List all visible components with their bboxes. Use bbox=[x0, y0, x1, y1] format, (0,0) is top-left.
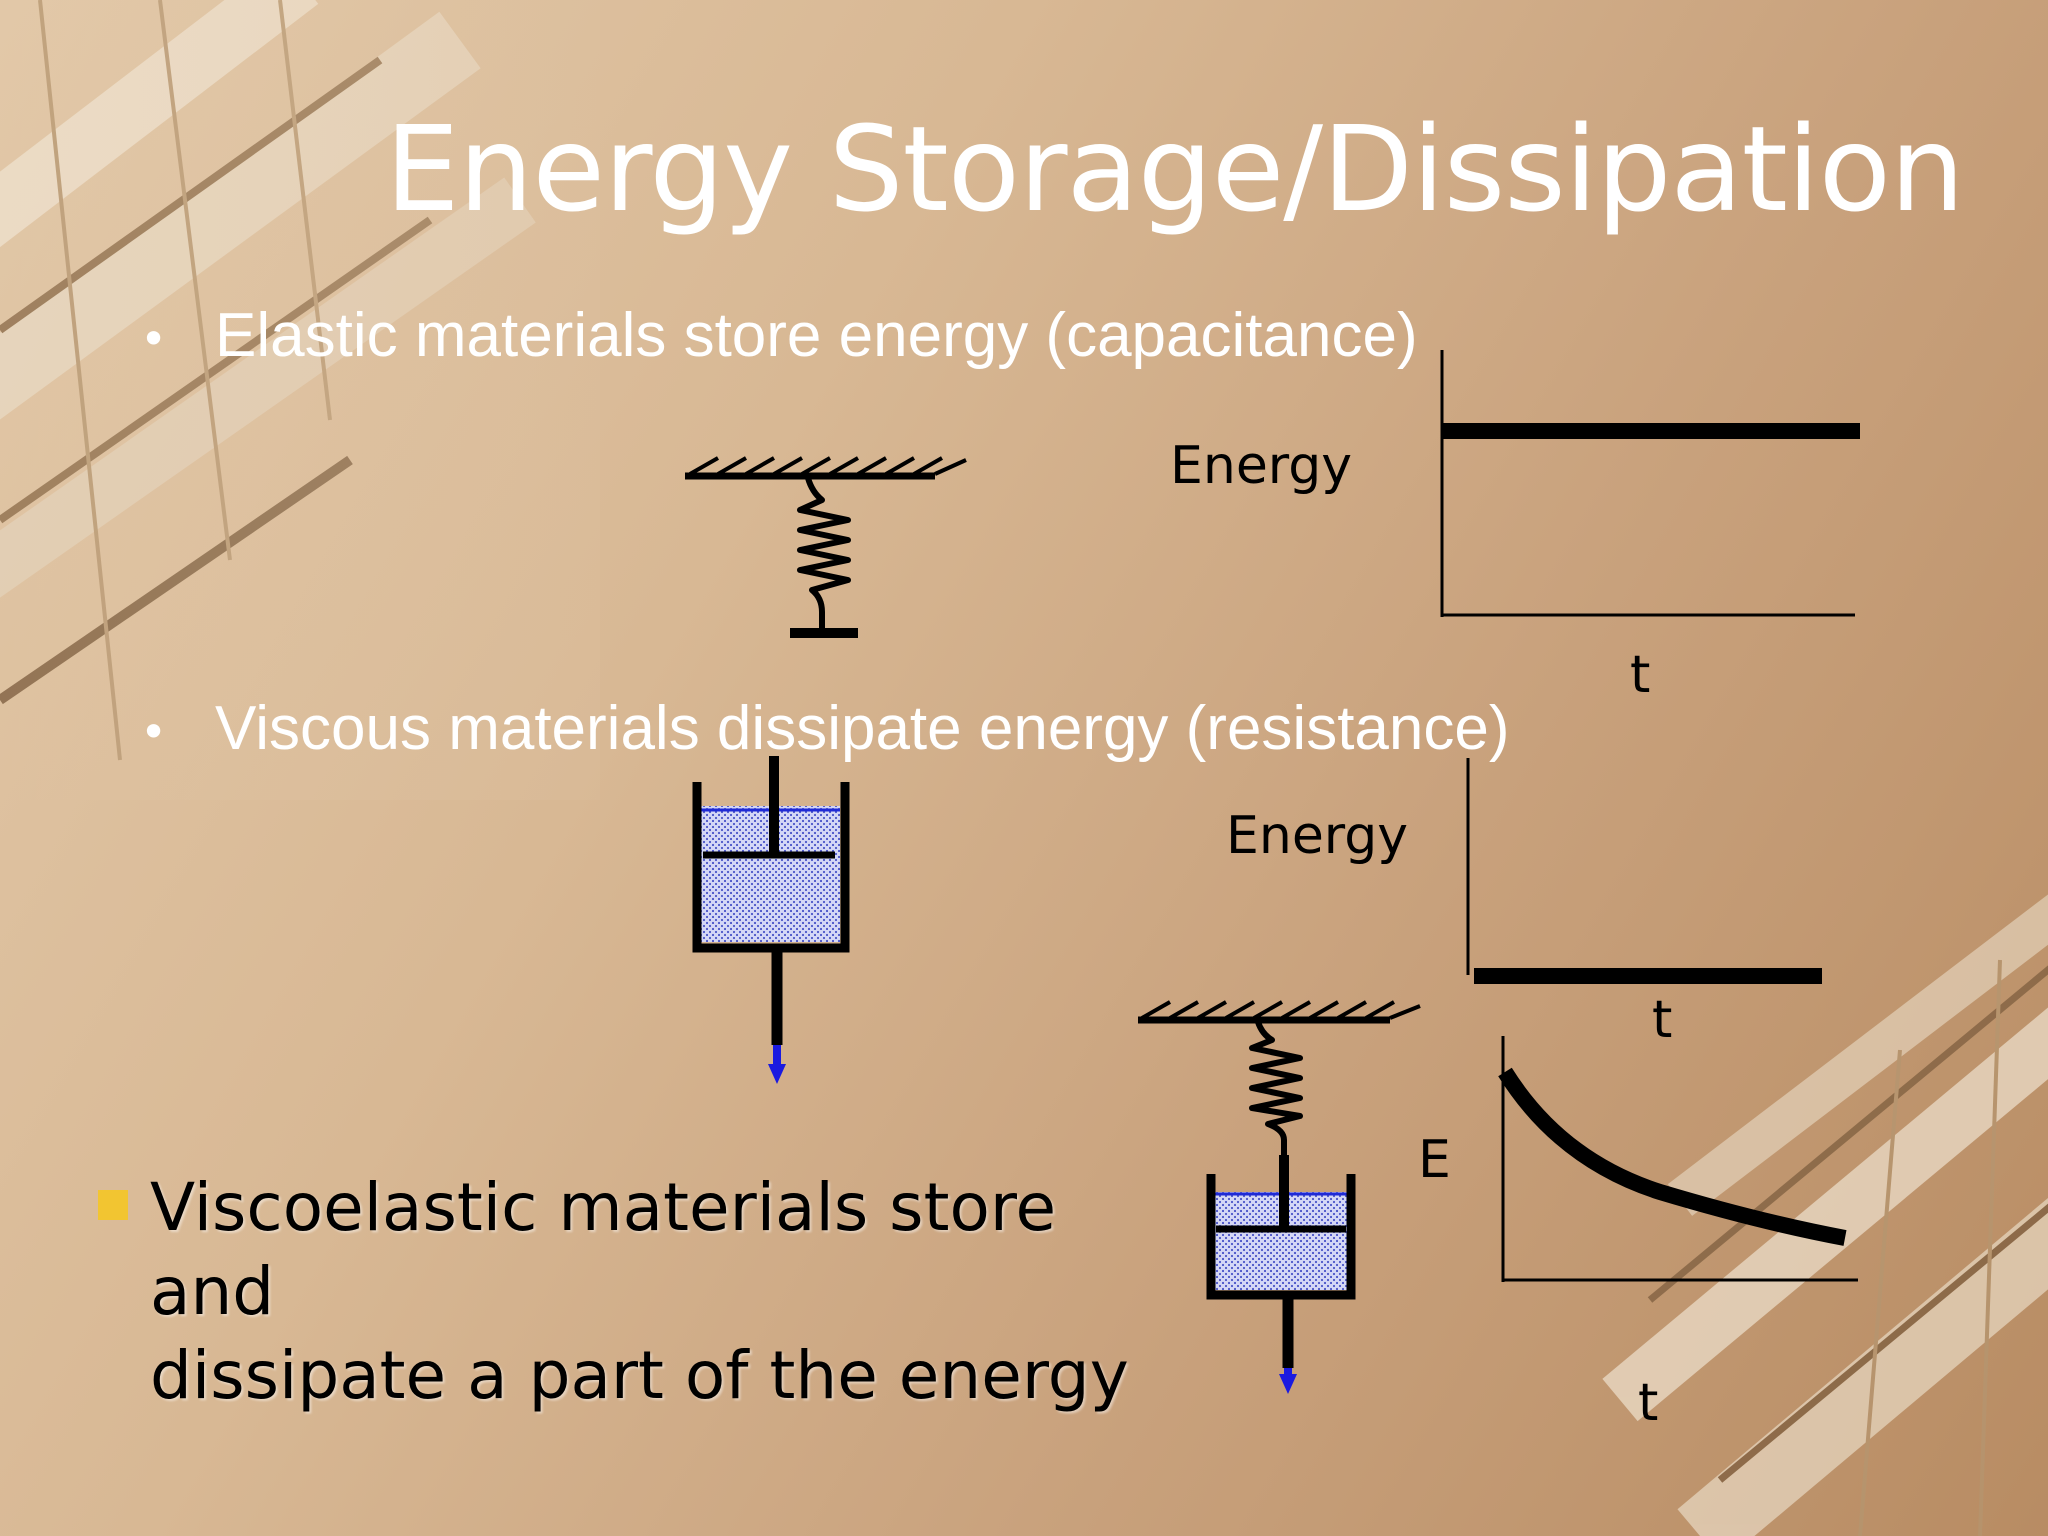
graph-viscous-ylabel: Energy bbox=[1226, 806, 1409, 866]
slide-title: Energy Storage/Dissipation bbox=[385, 100, 1965, 238]
graph-elastic-xlabel: t bbox=[1630, 645, 1651, 705]
cylinder bbox=[692, 782, 850, 953]
viscoelastic-line-2: dissipate a part of the energy bbox=[150, 1337, 1129, 1414]
bullet-marker: • bbox=[140, 312, 168, 366]
viscoelastic-line-1: Viscoelastic materials store and bbox=[150, 1169, 1057, 1330]
bullet-marker: • bbox=[140, 705, 168, 759]
graph-elastic-ylabel: Energy bbox=[1170, 436, 1353, 496]
spring-coil bbox=[1249, 1020, 1303, 1160]
graph-elastic bbox=[1440, 350, 1860, 617]
graph-viscoelastic bbox=[1498, 1036, 1858, 1282]
ceiling-hatch bbox=[1141, 1000, 1421, 1020]
graph-viscous-xlabel: t bbox=[1652, 990, 1673, 1050]
graph-viscoelastic-xlabel: t bbox=[1638, 1373, 1659, 1433]
cylinder bbox=[1206, 1174, 1356, 1300]
viscoelastic-text: Viscoelastic materials store and dissipa… bbox=[150, 1166, 1150, 1418]
square-bullet-icon bbox=[98, 1190, 128, 1220]
arrow-down-icon bbox=[768, 1064, 786, 1084]
graph-viscoelastic-ylabel: E bbox=[1418, 1130, 1451, 1190]
energy-decay-curve bbox=[1498, 1067, 1847, 1246]
ceiling-hatch bbox=[689, 456, 967, 476]
spring-diagram bbox=[685, 456, 967, 638]
bullet-viscous: Viscous materials dissipate energy (resi… bbox=[215, 694, 1510, 763]
spring-dashpot-diagram bbox=[1138, 1000, 1421, 1394]
arrow-down-icon bbox=[1279, 1374, 1297, 1394]
dashpot-diagram bbox=[692, 756, 850, 1084]
spring-coil bbox=[797, 477, 851, 630]
graph-viscous bbox=[1466, 758, 1822, 984]
bullet-elastic: Elastic materials store energy (capacita… bbox=[215, 301, 1418, 370]
